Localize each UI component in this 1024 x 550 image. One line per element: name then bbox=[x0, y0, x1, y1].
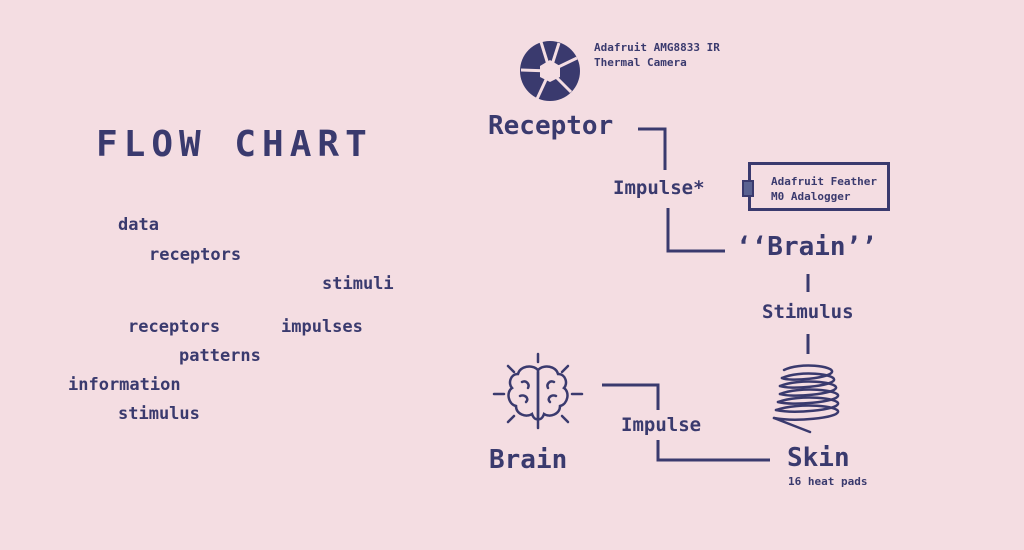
board-label: Adafruit Feather M0 Adalogger bbox=[771, 174, 877, 204]
brain-icon bbox=[492, 352, 584, 430]
word-stimuli: stimuli bbox=[322, 274, 394, 294]
page-title: FLOW CHART bbox=[96, 124, 373, 165]
word-information: information bbox=[68, 375, 181, 395]
edge-impulse-top: Impulse* bbox=[613, 177, 705, 199]
node-skin: Skin bbox=[787, 443, 850, 473]
board-chip-icon bbox=[742, 180, 754, 197]
word-patterns: patterns bbox=[179, 346, 261, 366]
board-label-line1: Adafruit Feather bbox=[771, 175, 877, 188]
heat-coil-icon bbox=[772, 364, 840, 434]
edge-stimulus: Stimulus bbox=[762, 301, 854, 323]
node-brain: Brain bbox=[489, 445, 568, 475]
node-brain-quote: ‘‘Brain’’ bbox=[736, 232, 877, 262]
word-data: data bbox=[118, 215, 159, 235]
camera-aperture-icon bbox=[520, 41, 580, 101]
edge-impulse-bottom: Impulse bbox=[621, 414, 702, 436]
word-stimulus: stimulus bbox=[118, 404, 200, 424]
word-receptors: receptors bbox=[149, 245, 242, 265]
board-label-line2: M0 Adalogger bbox=[771, 190, 851, 203]
camera-label: Adafruit AMG8833 IR Thermal Camera bbox=[594, 40, 720, 70]
skin-note: 16 heat pads bbox=[788, 475, 868, 488]
camera-label-line1: Adafruit AMG8833 IR bbox=[594, 41, 720, 54]
node-receptor: Receptor bbox=[488, 111, 614, 141]
word-impulses: impulses bbox=[281, 317, 363, 337]
word-receptors-2: receptors bbox=[128, 317, 221, 337]
board-box: Adafruit Feather M0 Adalogger bbox=[742, 162, 890, 211]
camera-label-line2: Thermal Camera bbox=[594, 56, 687, 69]
